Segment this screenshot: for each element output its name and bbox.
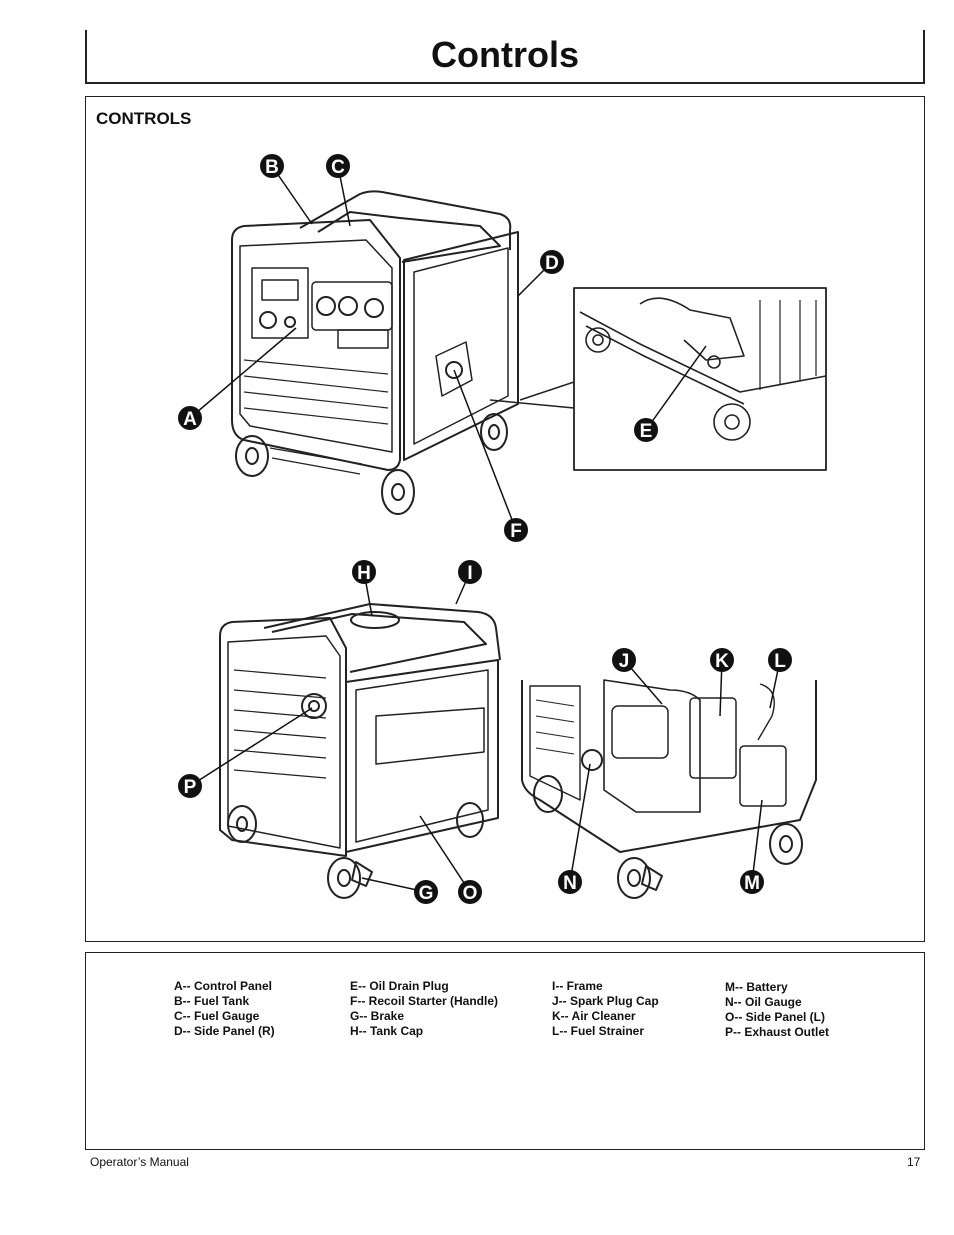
title-rule xyxy=(85,30,87,84)
svg-text:C: C xyxy=(331,157,345,178)
svg-text:K: K xyxy=(715,651,729,672)
callout-h: H xyxy=(352,560,376,584)
legend-item: N-- Oil Gauge xyxy=(725,995,802,1009)
svg-text:G: G xyxy=(419,883,434,904)
section-heading: CONTROLS xyxy=(96,109,192,128)
generator-left-drawing xyxy=(219,603,501,899)
legend-item: L-- Fuel Strainer xyxy=(552,1024,645,1038)
svg-text:F: F xyxy=(510,521,522,542)
callout-g: G xyxy=(414,880,438,904)
legend-column-4: M-- Battery N-- Oil Gauge O-- Side Panel… xyxy=(725,980,829,1040)
svg-text:B: B xyxy=(265,157,279,178)
page-number: 17 xyxy=(907,1155,921,1169)
callout-p: P xyxy=(178,774,202,798)
page-title: Controls xyxy=(431,34,579,75)
callout-o: O xyxy=(458,880,482,904)
legend-column-1: A-- Control Panel B-- Fuel Tank C-- Fuel… xyxy=(174,979,275,1039)
leader-lines xyxy=(189,165,781,893)
figure-panel: CONTROLS xyxy=(85,96,925,942)
svg-text:L: L xyxy=(774,651,786,672)
svg-text:D: D xyxy=(545,253,559,274)
generator-engine-drawing xyxy=(521,679,817,899)
svg-text:M: M xyxy=(744,873,760,894)
generator-front-drawing xyxy=(231,190,519,515)
callout-k: K xyxy=(710,648,734,672)
callout-f: F xyxy=(504,518,528,542)
svg-text:J: J xyxy=(619,651,630,672)
callout-l: L xyxy=(768,648,792,672)
svg-text:O: O xyxy=(463,883,478,904)
legend-item: P-- Exhaust Outlet xyxy=(725,1025,830,1039)
legend-item: I-- Frame xyxy=(552,979,603,993)
legend-item: A-- Control Panel xyxy=(174,979,272,993)
legend-item: H-- Tank Cap xyxy=(350,1024,424,1038)
callout-e: E xyxy=(634,418,658,442)
legend-panel: A-- Control Panel B-- Fuel Tank C-- Fuel… xyxy=(85,952,925,1150)
legend-column-2: E-- Oil Drain Plug F-- Recoil Starter (H… xyxy=(350,979,498,1039)
callout-c: C xyxy=(326,154,350,178)
legend-item: C-- Fuel Gauge xyxy=(174,1009,260,1023)
legend-item: J-- Spark Plug Cap xyxy=(552,994,659,1008)
legend-item: G-- Brake xyxy=(350,1009,405,1023)
callout-d: D xyxy=(540,250,564,274)
legend-item: E-- Oil Drain Plug xyxy=(350,979,449,993)
callout-a: A xyxy=(178,406,202,430)
svg-text:H: H xyxy=(357,563,371,584)
svg-text:N: N xyxy=(563,873,577,894)
svg-text:I: I xyxy=(467,563,472,584)
svg-text:A: A xyxy=(183,409,197,430)
title-box: Controls xyxy=(85,30,925,84)
callout-b: B xyxy=(260,154,284,178)
svg-text:P: P xyxy=(184,777,197,798)
callout-m: M xyxy=(740,870,764,894)
legend-item: O-- Side Panel (L) xyxy=(725,1010,826,1024)
footer-manual-name: Operator’s Manual xyxy=(90,1155,189,1169)
legend-item: D-- Side Panel (R) xyxy=(174,1024,275,1038)
svg-text:E: E xyxy=(640,421,653,442)
callout-i: I xyxy=(458,560,482,584)
legend-item: K-- Air Cleaner xyxy=(552,1009,636,1023)
legend-item: M-- Battery xyxy=(725,980,788,994)
oil-drain-detail-drawing xyxy=(579,297,827,441)
callout-n: N xyxy=(558,870,582,894)
legend-item: F-- Recoil Starter (Handle) xyxy=(350,994,499,1008)
legend-column-3: I-- Frame J-- Spark Plug Cap K-- Air Cle… xyxy=(552,979,659,1039)
legend-item: B-- Fuel Tank xyxy=(174,994,250,1008)
callout-j: J xyxy=(612,648,636,672)
